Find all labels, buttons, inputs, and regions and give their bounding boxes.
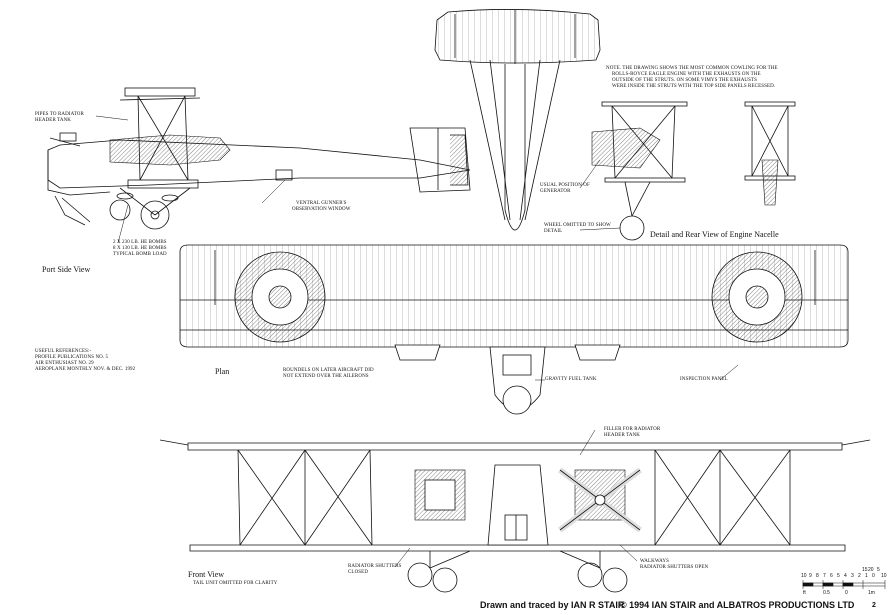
view-title-nacelle: Detail and Rear View of Engine Nacelle xyxy=(650,230,779,239)
credit-drawn-by: Drawn and traced by IAN R STAIR xyxy=(480,600,625,610)
ventral-label: OBSERVATION WINDOW xyxy=(292,207,351,212)
scale-tick: 2 xyxy=(858,573,861,579)
roundels-label: NOT EXTEND OVER THE AILERONS xyxy=(283,374,369,379)
tailplane-plan xyxy=(434,9,601,231)
reference-label: USEFUL REFERENCES:- xyxy=(35,349,92,354)
scale-tick: 5 xyxy=(877,567,880,573)
wheel-label: WHEEL OMITTED TO SHOW xyxy=(544,223,611,228)
note-label: ROLLS-ROYCE EAGLE ENGINE WITH THE EXHAUS… xyxy=(612,72,761,77)
view-title-port-side: Port Side View xyxy=(42,265,91,274)
view-title-front: Front View xyxy=(188,570,225,579)
note-label: NOTE. THE DRAWING SHOWS THE MOST COMMON … xyxy=(606,66,778,71)
scale-tick: 20 xyxy=(868,567,874,573)
reference-label: AEROPLANE MONTHLY NOV. & DEC. 1992 xyxy=(35,367,136,372)
filler-label: HEADER TANK xyxy=(604,433,641,438)
scale-tick: 7 xyxy=(823,573,826,579)
filler-label: FILLER FOR RADIATOR xyxy=(604,427,661,432)
pipes-label: PIPES TO RADIATOR xyxy=(35,112,84,117)
scale-tick: ft xyxy=(803,590,806,596)
shutters-closed-label: CLOSED xyxy=(348,570,369,575)
engine-nacelle-detail xyxy=(591,101,796,241)
scale-tick: 3 xyxy=(851,573,854,579)
leader-lines xyxy=(95,115,739,568)
note-label: OUTSIDE OF THE STRUTS. ON SOME VIMYS THE… xyxy=(612,78,758,83)
reference-label: AIR ENTHUSIAST NO. 29 xyxy=(35,361,94,366)
inspection-panel-label: INSPECTION PANEL xyxy=(680,377,728,382)
scale-tick: 6 xyxy=(830,573,833,579)
scale-tick: 0 xyxy=(872,573,875,579)
scale-bar xyxy=(802,580,886,589)
bomb-label: TYPICAL BOMB LOAD xyxy=(113,252,167,257)
gravity-tank-label: GRAVITY FUEL TANK xyxy=(545,377,597,382)
tail-omitted-label: TAIL UNIT OMITTED FOR CLARITY xyxy=(193,581,278,586)
front-view xyxy=(159,439,871,593)
scale-tick: 4 xyxy=(844,573,847,579)
scale-tick: 1m xyxy=(868,590,875,596)
ventral-label: VENTRAL GUNNER'S xyxy=(296,201,347,206)
scale-tick: 10 xyxy=(801,573,807,579)
wheel-label: DETAIL xyxy=(544,229,563,234)
bomb-label: 2 x 230 LB. HE BOMBS xyxy=(113,240,167,245)
reference-label: PROFILE PUBLICATIONS NO. 5 xyxy=(35,355,109,360)
note-label: WERE INSIDE THE STRUTS WITH THE TOP SIDE… xyxy=(612,84,776,89)
pipes-label: HEADER TANK xyxy=(35,118,72,123)
wing-plan xyxy=(179,244,849,415)
scale-tick: 5 xyxy=(837,573,840,579)
scale-tick: 15 xyxy=(862,567,868,573)
scale-tick: 0 xyxy=(845,590,848,596)
shutters-open-label: RADIATOR SHUTTERS OPEN xyxy=(640,565,709,570)
view-title-plan: Plan xyxy=(215,367,230,376)
scale-tick: 8 xyxy=(816,573,819,579)
walkways-label: WALKWAYS xyxy=(640,559,669,564)
roundels-label: ROUNDELS ON LATER AIRCRAFT DID xyxy=(283,368,374,373)
scale-tick: 9 xyxy=(809,573,812,579)
shutters-closed-label: RADIATOR SHUTTERS xyxy=(348,564,402,569)
generator-label: USUAL POSITION OF xyxy=(540,183,590,188)
scale-tick: 0.5 xyxy=(823,590,830,596)
generator-label: GENERATOR xyxy=(540,189,571,194)
port-side-view xyxy=(47,87,471,230)
scale-tick: 10 xyxy=(881,573,887,579)
bomb-label: 8 x 130 LB. HE BOMBS xyxy=(113,246,167,251)
page-number: 2 xyxy=(872,602,876,609)
scale-tick: 1 xyxy=(865,573,868,579)
credit-copyright: © 1994 IAN STAIR and ALBATROS PRODUCTION… xyxy=(620,600,855,610)
